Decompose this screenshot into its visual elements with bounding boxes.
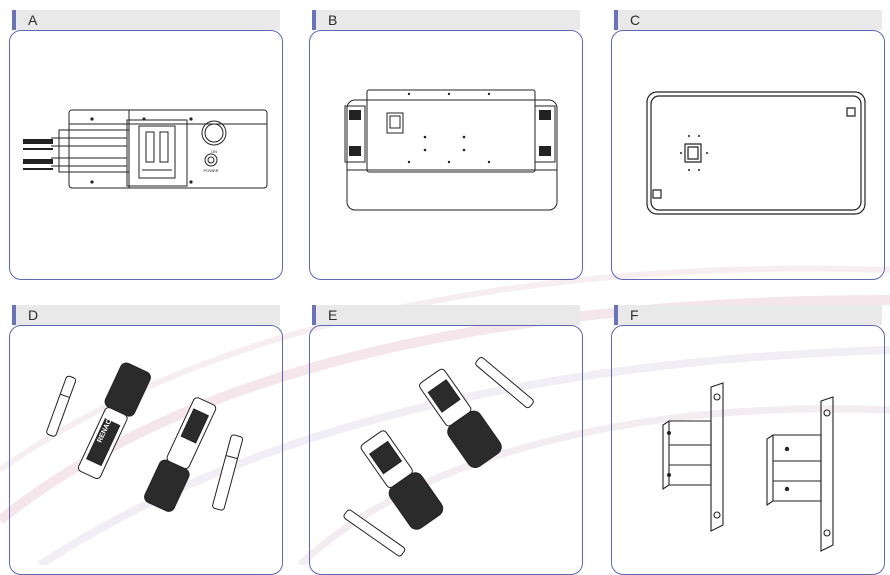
panel-a-label: A: [28, 12, 38, 28]
panel-a-frame: [9, 30, 283, 280]
panel-c-frame: [611, 30, 885, 280]
battery-front-panel-illustration: ON POWER: [23, 30, 283, 280]
battery-back-view-illustration: [611, 30, 885, 280]
panel-b-header: B: [312, 10, 580, 30]
panel-f-header: F: [614, 305, 882, 325]
panel-b-label: B: [328, 12, 338, 28]
panel-b-frame: [309, 30, 583, 280]
panel-e-header: E: [312, 305, 580, 325]
panel-d-label: D: [28, 307, 39, 323]
panel-c-label: C: [630, 12, 641, 28]
power-label: POWER: [203, 168, 218, 173]
knob-label: ON: [211, 149, 217, 154]
battery-top-view-illustration: [309, 30, 583, 280]
mounting-brackets-illustration: [611, 325, 885, 575]
panel-f-label: F: [630, 307, 639, 323]
panel-c-header: C: [614, 10, 882, 30]
panel-e-label: E: [328, 307, 338, 323]
panel-d-header: D: [12, 305, 280, 325]
mc4-connector-set-illustration: RENAC: [9, 325, 283, 575]
connector-pair-illustration: [309, 325, 583, 575]
panel-a-header: A: [12, 10, 280, 30]
